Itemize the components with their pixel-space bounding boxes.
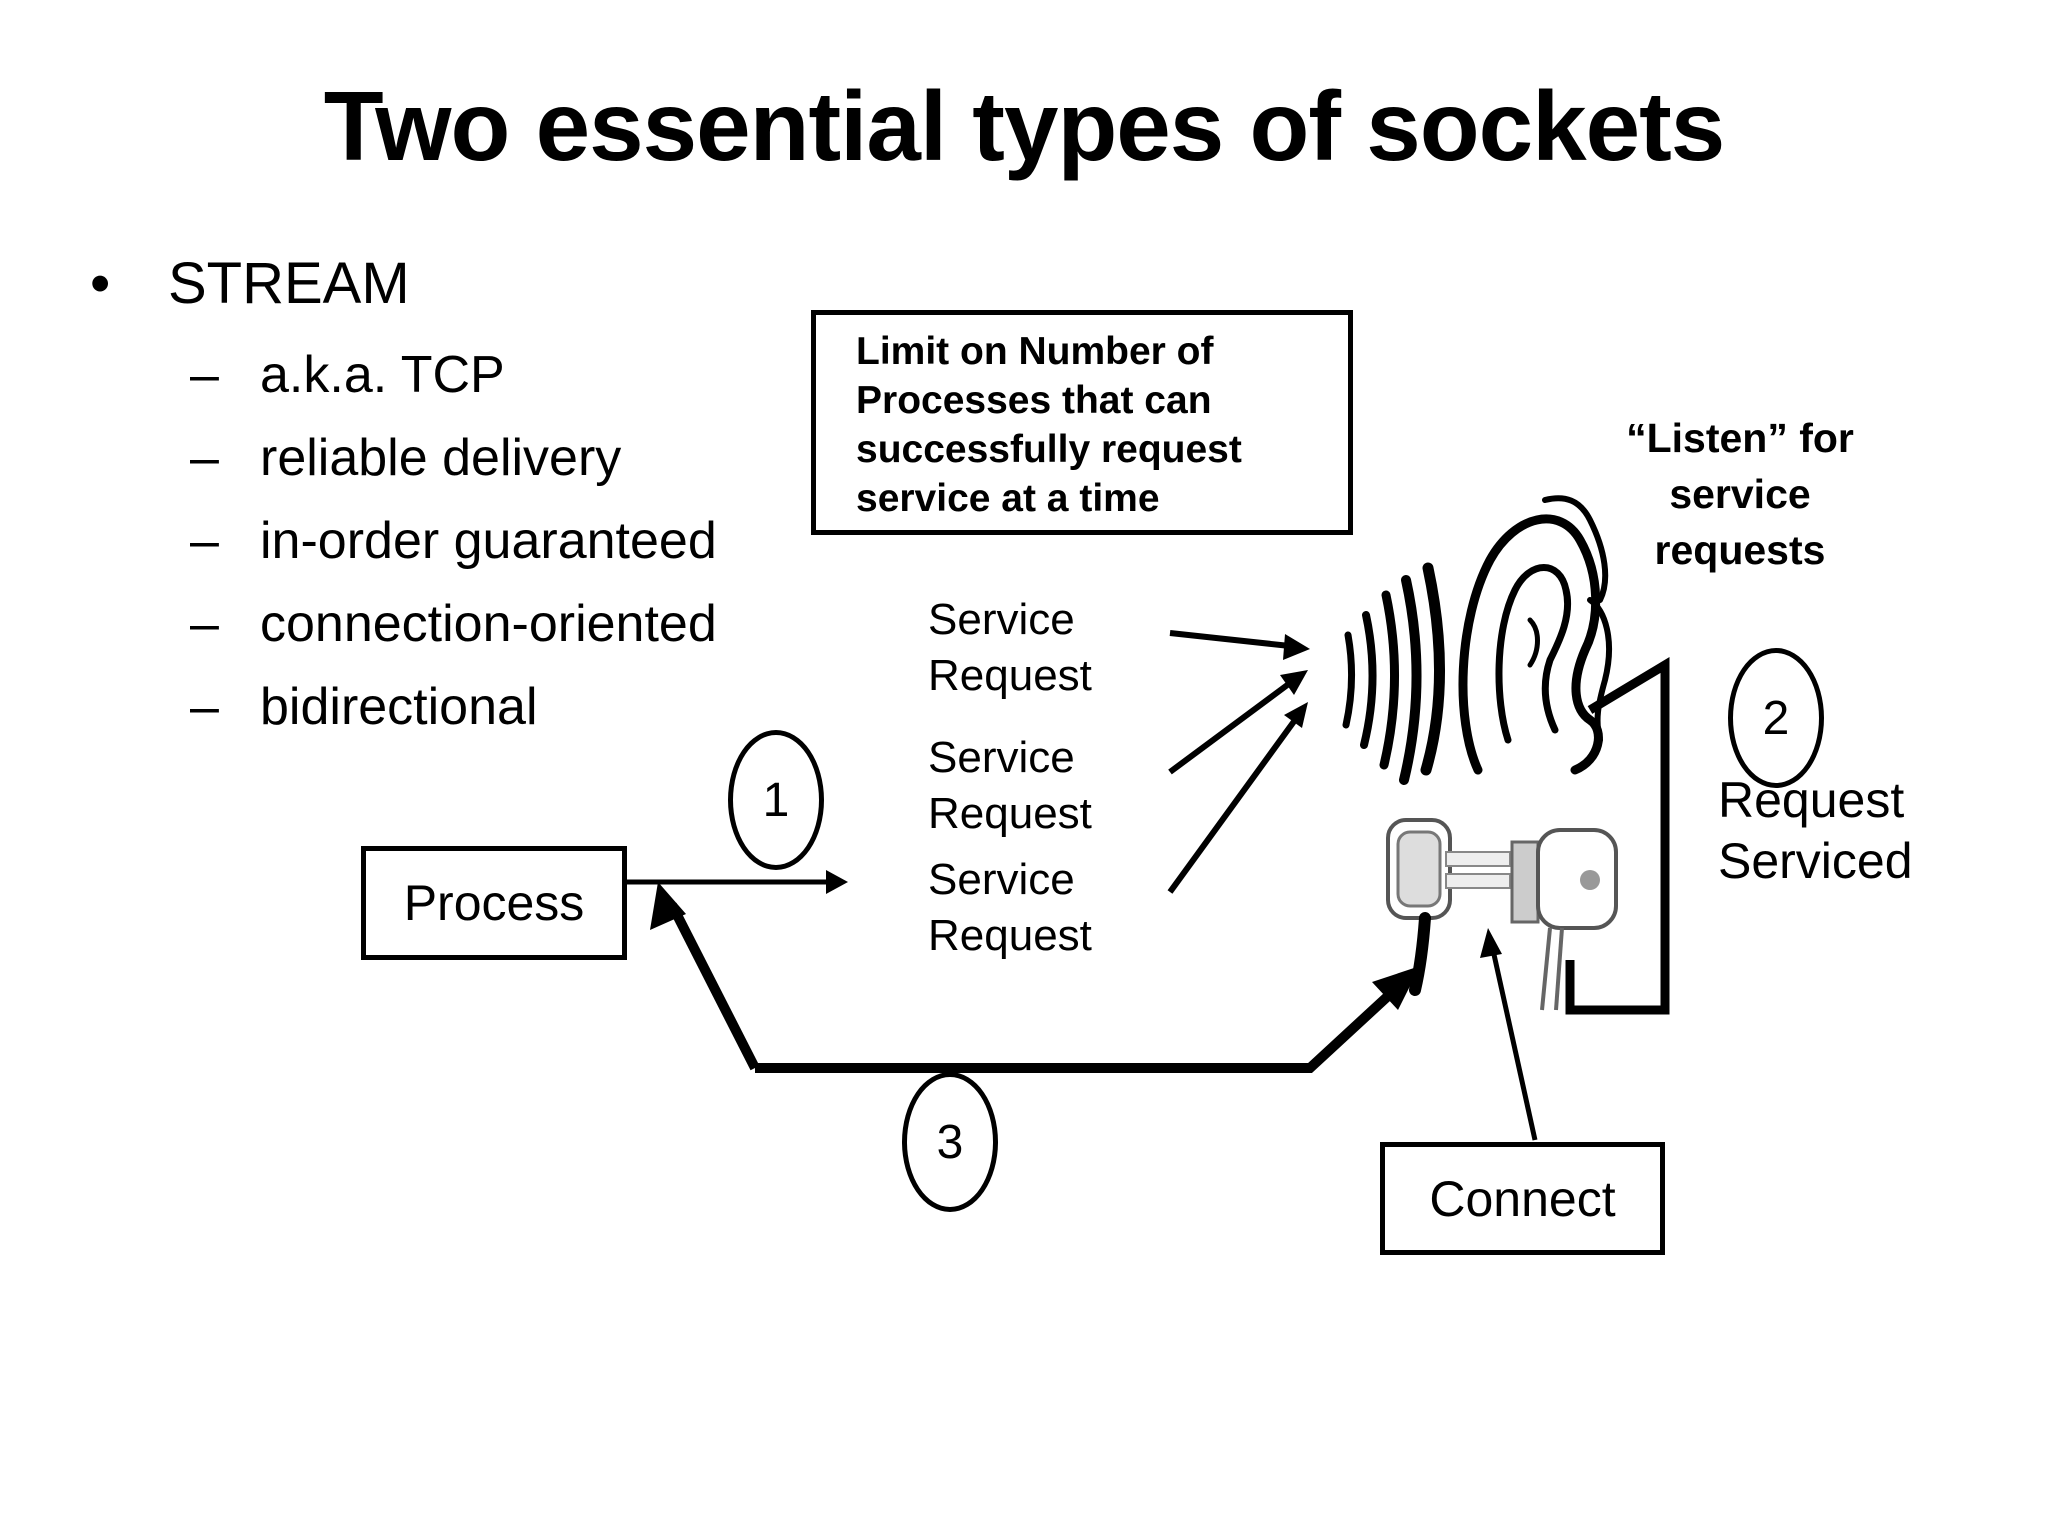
sub-bullet-dash: – xyxy=(190,595,219,653)
limit-line: Processes that can xyxy=(856,379,1212,422)
sub-bullet-text: connection-oriented xyxy=(260,595,717,653)
bullet-symbol: • xyxy=(90,251,111,316)
service-request-label: Service Request xyxy=(928,730,1092,842)
listen-line: “Listen” for xyxy=(1626,415,1854,461)
service-request-label: Service Request xyxy=(928,852,1092,964)
sub-bullet-dash: – xyxy=(190,512,219,570)
process-request-arrow xyxy=(627,870,848,894)
limit-line: successfully request xyxy=(856,428,1242,471)
step2-path xyxy=(1565,657,1670,1015)
bullet-label: STREAM xyxy=(168,251,410,316)
ear-icon xyxy=(1458,495,1613,775)
limit-line: Limit on Number of xyxy=(856,330,1214,373)
limit-line: service at a time xyxy=(856,477,1160,520)
serviced-line: Request xyxy=(1718,772,1905,828)
process-box: Process xyxy=(361,846,627,960)
connect-label: Connect xyxy=(1429,1170,1616,1227)
step-number-3: 3 xyxy=(902,1072,998,1212)
listen-line: service xyxy=(1669,471,1811,517)
step-number-text: 1 xyxy=(762,773,790,827)
serviced-line: Serviced xyxy=(1718,833,1913,889)
step-number-1: 1 xyxy=(728,730,824,870)
sub-bullet-dash: – xyxy=(190,429,219,487)
service-request-line: Request xyxy=(928,789,1092,838)
connect-box: Connect xyxy=(1380,1142,1665,1255)
sub-bullet-dash: – xyxy=(190,678,219,736)
service-request-line: Request xyxy=(928,911,1092,960)
request-arrows xyxy=(1167,630,1310,894)
sub-bullet-dash: – xyxy=(190,346,219,404)
step-number-text: 3 xyxy=(936,1115,964,1169)
service-request-line: Service xyxy=(928,855,1075,904)
service-request-line: Service xyxy=(928,595,1075,644)
request-serviced-label: Request Serviced xyxy=(1718,770,1913,892)
step-number-text: 2 xyxy=(1762,691,1790,745)
sub-bullet-text: in-order guaranteed xyxy=(260,512,717,570)
sub-bullet-text: reliable delivery xyxy=(260,429,622,487)
process-label: Process xyxy=(403,875,585,931)
connect-arrow xyxy=(1480,928,1538,1141)
step-number-2: 2 xyxy=(1728,648,1824,788)
slide-title: Two essential types of sockets xyxy=(323,71,1726,181)
sound-waves-icon xyxy=(1342,562,1446,785)
service-request-label: Service Request xyxy=(928,592,1092,704)
plug-connector-icon xyxy=(1386,818,1618,1011)
step3-path xyxy=(650,882,1420,1073)
listen-line: requests xyxy=(1654,527,1826,573)
listen-label: “Listen” for service requests xyxy=(1590,410,1890,578)
sub-bullet-text: a.k.a. TCP xyxy=(260,346,505,404)
sub-bullet-text: bidirectional xyxy=(260,678,538,736)
service-request-line: Request xyxy=(928,651,1092,700)
service-request-line: Service xyxy=(928,733,1075,782)
limit-box: Limit on Number of Processes that can su… xyxy=(811,310,1353,535)
